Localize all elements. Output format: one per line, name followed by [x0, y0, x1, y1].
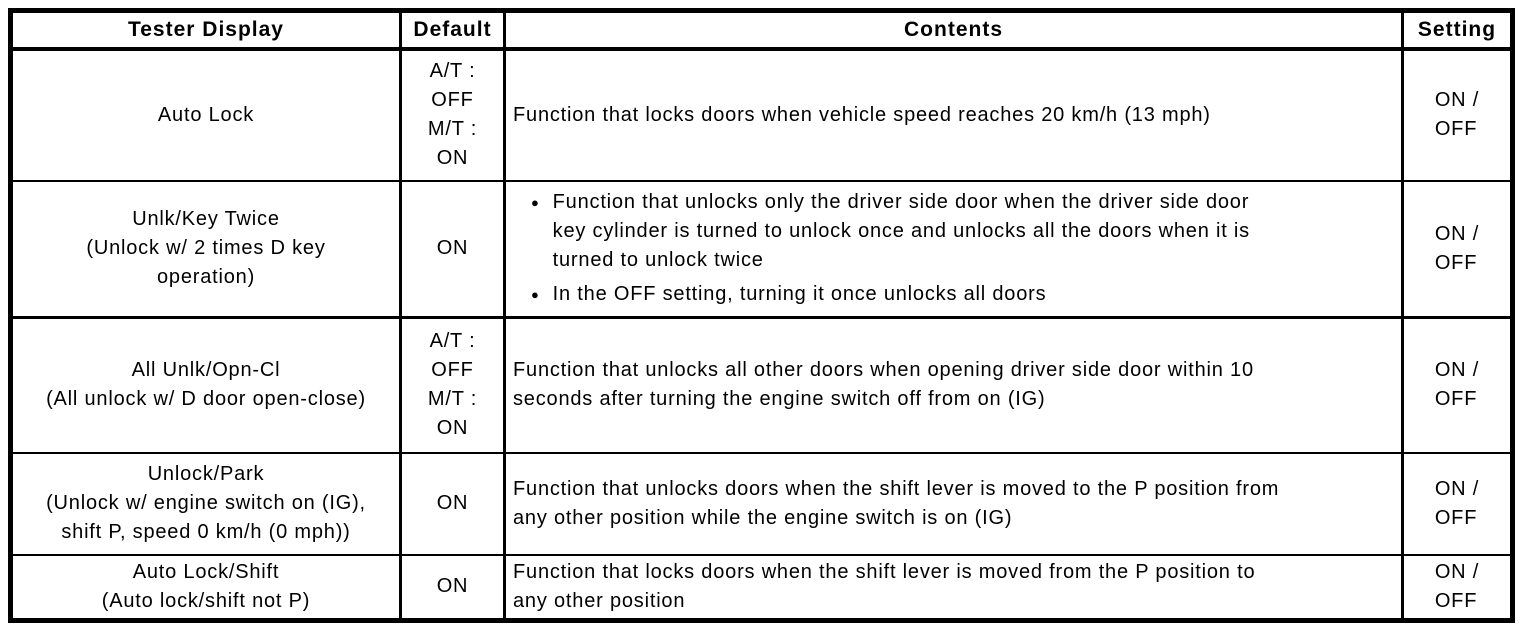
table-row-auto-lock: Auto Lock A/T : OFF M/T : ON Function th… [9, 47, 1514, 182]
bullet-list-item: ● Function that unlocks only the driver … [531, 188, 1395, 275]
cell-contents: Function that locks doors when the shift… [503, 553, 1404, 622]
table-row-unlk-key-twice: Unlk/Key Twice (Unlock w/ 2 times D key … [9, 179, 1514, 319]
cell-default: A/T : OFF M/T : ON [399, 316, 506, 454]
bullet-icon: ● [531, 287, 540, 303]
cell-default: A/T : OFF M/T : ON [399, 47, 506, 182]
cell-default: ON [399, 553, 506, 622]
contents-text: Function that locks doors when the shift… [513, 560, 1256, 612]
cell-contents: Function that unlocks doors when the shi… [503, 451, 1404, 556]
column-header-tester-display: Tester Display [9, 9, 402, 51]
setting-text: ON / OFF [1434, 359, 1480, 411]
setting-text: ON / OFF [1434, 222, 1480, 274]
table-row-unlock-park: Unlock/Park (Unlock w/ engine switch on … [9, 451, 1514, 556]
column-header-default: Default [399, 9, 506, 51]
cell-tester-display: Auto Lock [9, 47, 402, 182]
contents-text: Function that locks doors when vehicle s… [513, 103, 1211, 126]
customization-table-container: Tester Display Default Contents Setting … [8, 8, 1515, 623]
cell-tester-display: Unlock/Park (Unlock w/ engine switch on … [9, 451, 402, 556]
column-header-setting: Setting [1401, 9, 1514, 51]
header-row: Tester Display Default Contents Setting [9, 9, 1514, 51]
setting-text: ON / OFF [1434, 477, 1480, 529]
cell-tester-display: All Unlk/Opn-Cl (All unlock w/ D door op… [9, 316, 402, 454]
setting-text: ON / OFF [1434, 560, 1480, 612]
cell-setting: ON / OFF [1401, 179, 1514, 319]
cell-default: ON [399, 179, 506, 319]
contents-bullet-list: ● Function that unlocks only the driver … [513, 188, 1395, 309]
contents-text: Function that unlocks all other doors wh… [513, 359, 1254, 411]
cell-contents: Function that unlocks all other doors wh… [503, 316, 1404, 454]
cell-default: ON [399, 451, 506, 556]
table-row-auto-lock-shift: Auto Lock/Shift (Auto lock/shift not P) … [9, 553, 1514, 622]
door-lock-customization-table: Tester Display Default Contents Setting … [8, 8, 1515, 623]
cell-tester-display: Unlk/Key Twice (Unlock w/ 2 times D key … [9, 179, 402, 319]
bullet-item-text: Function that unlocks only the driver si… [552, 191, 1250, 272]
cell-setting: ON / OFF [1401, 451, 1514, 556]
table-row-all-unlk-opn-cl: All Unlk/Opn-Cl (All unlock w/ D door op… [9, 316, 1514, 454]
cell-tester-display: Auto Lock/Shift (Auto lock/shift not P) [9, 553, 402, 622]
cell-setting: ON / OFF [1401, 553, 1514, 622]
cell-contents: ● Function that unlocks only the driver … [503, 179, 1404, 319]
contents-text: Function that unlocks doors when the shi… [513, 477, 1280, 529]
cell-setting: ON / OFF [1401, 47, 1514, 182]
bullet-item-text: In the OFF setting, turning it once unlo… [552, 283, 1047, 306]
bullet-list-item: ● In the OFF setting, turning it once un… [531, 280, 1395, 309]
setting-text: ON / OFF [1434, 89, 1480, 140]
cell-contents: Function that locks doors when vehicle s… [503, 47, 1404, 182]
column-header-contents: Contents [503, 9, 1404, 51]
cell-setting: ON / OFF [1401, 316, 1514, 454]
bullet-icon: ● [531, 195, 540, 211]
